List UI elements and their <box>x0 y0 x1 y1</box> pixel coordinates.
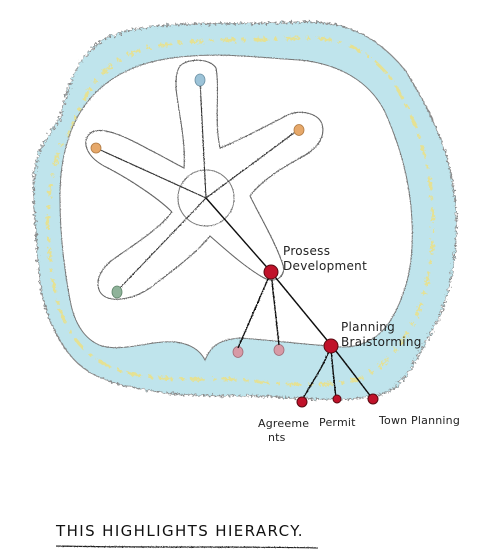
star-tip-dot-top <box>195 74 205 86</box>
node-planning-brainstorming[interactable] <box>324 339 338 353</box>
star-tip-dot-bottom-a <box>233 347 243 358</box>
star-tip-dot-right <box>294 125 304 136</box>
planning-label-line2: Braistorming <box>341 335 422 349</box>
inner-area <box>60 55 412 360</box>
node-town-planning[interactable] <box>368 394 378 404</box>
caption-underline <box>56 546 318 548</box>
process-label-line1: Prosess <box>283 244 330 258</box>
node-agreements[interactable] <box>297 397 307 407</box>
agreements-label-line1: Agreeme <box>258 417 309 430</box>
star-tip-dot-bottom-b <box>274 345 284 356</box>
caption-text: THIS HIGHLIGHTS HIERARCY. <box>55 522 304 540</box>
star-tip-dot-bottom-left <box>112 286 122 298</box>
permit-label: Permit <box>319 416 356 429</box>
process-label-line2: Development <box>283 259 367 273</box>
node-permit[interactable] <box>333 395 341 403</box>
star-tip-dot-left <box>91 143 101 153</box>
planning-label-line1: Planning <box>341 320 395 334</box>
agreements-label-line2: nts <box>268 431 286 444</box>
town-planning-label: Town Planning <box>378 414 460 427</box>
node-process-development[interactable] <box>264 265 278 279</box>
caption-block: THIS HIGHLIGHTS HIERARCY. <box>55 522 318 548</box>
